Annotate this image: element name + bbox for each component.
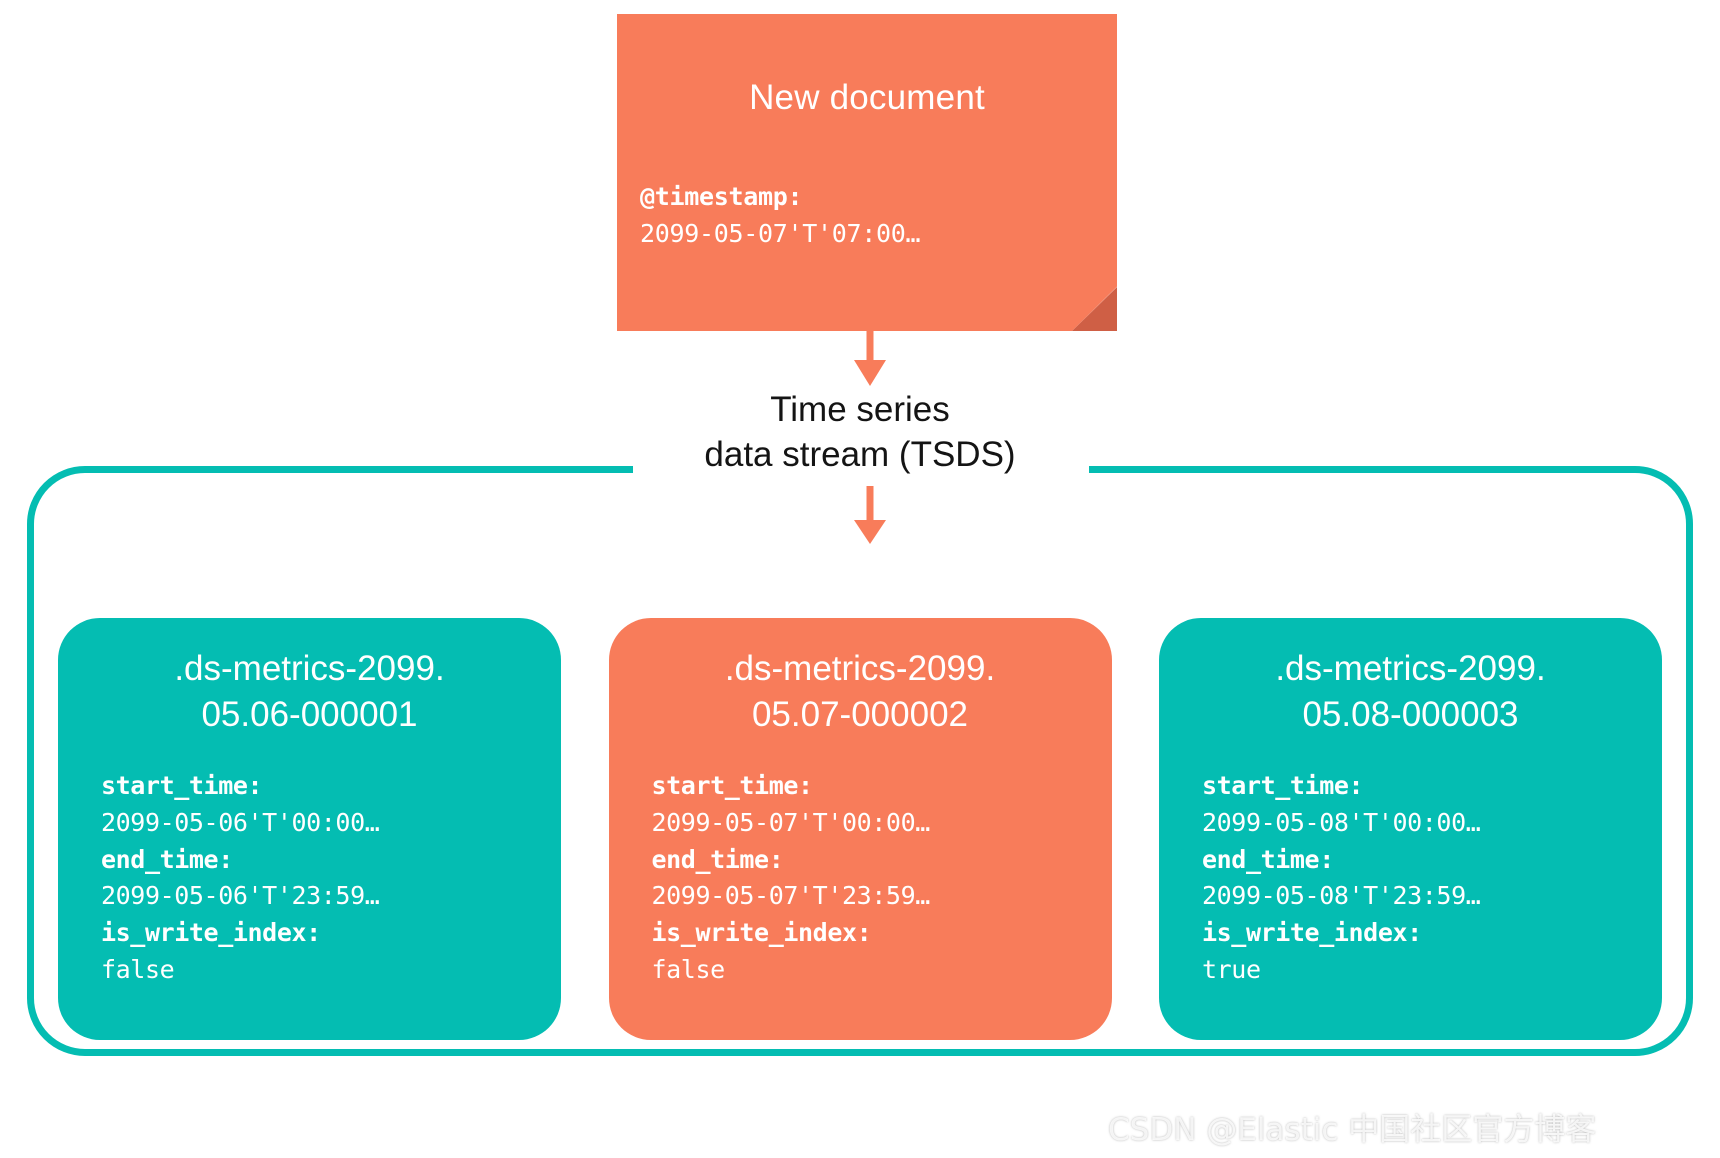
field-key-end-time: end_time: bbox=[101, 844, 233, 874]
arrow-tsds-to-write-index bbox=[854, 486, 886, 544]
tsds-label-line2: data stream (TSDS) bbox=[704, 434, 1016, 474]
field-key-start-time: start_time: bbox=[651, 771, 814, 800]
field-key-end-time: end_time: bbox=[651, 844, 784, 874]
index-name-line2: 05.07-000002 bbox=[751, 694, 969, 734]
index-card-fields: start_time: 2099-05-07'T'00:00… end_time… bbox=[652, 768, 1082, 989]
index-card[interactable]: .ds-metrics-2099. 05.08-000003 start_tim… bbox=[1159, 618, 1662, 1040]
field-value-end-time: 2099-05-08'T'23:59… bbox=[1202, 881, 1481, 911]
index-name-line1: .ds-metrics-2099. bbox=[724, 649, 996, 688]
arrow-document-to-tsds bbox=[854, 318, 886, 386]
field-value-start-time: 2099-05-07'T'00:00… bbox=[651, 807, 931, 837]
field-key-is-write-index: is_write_index: bbox=[101, 918, 321, 947]
field-value-start-time: 2099-05-06'T'00:00… bbox=[101, 807, 380, 837]
field-row: @timestamp: 2099-05-07'T'07:00… bbox=[640, 178, 1080, 252]
index-card-title: .ds-metrics-2099. 05.06-000001 bbox=[84, 646, 535, 737]
new-document-fields: @timestamp: 2099-05-07'T'07:00… bbox=[640, 178, 1080, 252]
field-key-is-write-index: is_write_index: bbox=[651, 918, 872, 947]
index-card[interactable]: .ds-metrics-2099. 05.06-000001 start_tim… bbox=[58, 618, 561, 1040]
tsds-label: Time series data stream (TSDS) bbox=[600, 388, 1120, 478]
index-name-line2: 05.08-000003 bbox=[1302, 694, 1519, 734]
field-value: 2099-05-07'T'07:00… bbox=[640, 219, 921, 248]
tsds-label-line1: Time series bbox=[770, 390, 950, 429]
index-card-fields: start_time: 2099-05-08'T'00:00… end_time… bbox=[1202, 768, 1632, 989]
tsds-label-gap bbox=[633, 452, 1089, 486]
index-name-line1: .ds-metrics-2099. bbox=[1275, 649, 1546, 688]
index-card-title: .ds-metrics-2099. 05.08-000003 bbox=[1185, 646, 1636, 737]
field-value-is-write-index: false bbox=[651, 954, 726, 984]
index-card-title: .ds-metrics-2099. 05.07-000002 bbox=[635, 646, 1086, 737]
field-key-start-time: start_time: bbox=[1202, 771, 1364, 800]
field-key: @timestamp: bbox=[640, 182, 803, 211]
field-key-is-write-index: is_write_index: bbox=[1202, 918, 1422, 947]
field-value-end-time: 2099-05-07'T'23:59… bbox=[651, 881, 931, 911]
new-document-title: New document bbox=[749, 78, 985, 117]
index-card-list: .ds-metrics-2099. 05.06-000001 start_tim… bbox=[58, 618, 1662, 1040]
index-name-line1: .ds-metrics-2099. bbox=[174, 649, 445, 688]
index-card[interactable]: .ds-metrics-2099. 05.07-000002 start_tim… bbox=[608, 618, 1112, 1040]
field-key-start-time: start_time: bbox=[101, 771, 263, 800]
watermark: CSDN @Elastic 中国社区官方博客 bbox=[1108, 1112, 1597, 1148]
new-document-note bbox=[617, 14, 1117, 331]
field-value-start-time: 2099-05-08'T'00:00… bbox=[1202, 807, 1481, 837]
field-value-is-write-index: true bbox=[1202, 954, 1261, 984]
field-value-is-write-index: false bbox=[101, 954, 175, 984]
field-value-end-time: 2099-05-06'T'23:59… bbox=[101, 881, 380, 911]
index-name-line2: 05.06-000001 bbox=[201, 694, 418, 734]
field-key-end-time: end_time: bbox=[1202, 844, 1334, 874]
index-card-fields: start_time: 2099-05-06'T'00:00… end_time… bbox=[101, 768, 531, 989]
